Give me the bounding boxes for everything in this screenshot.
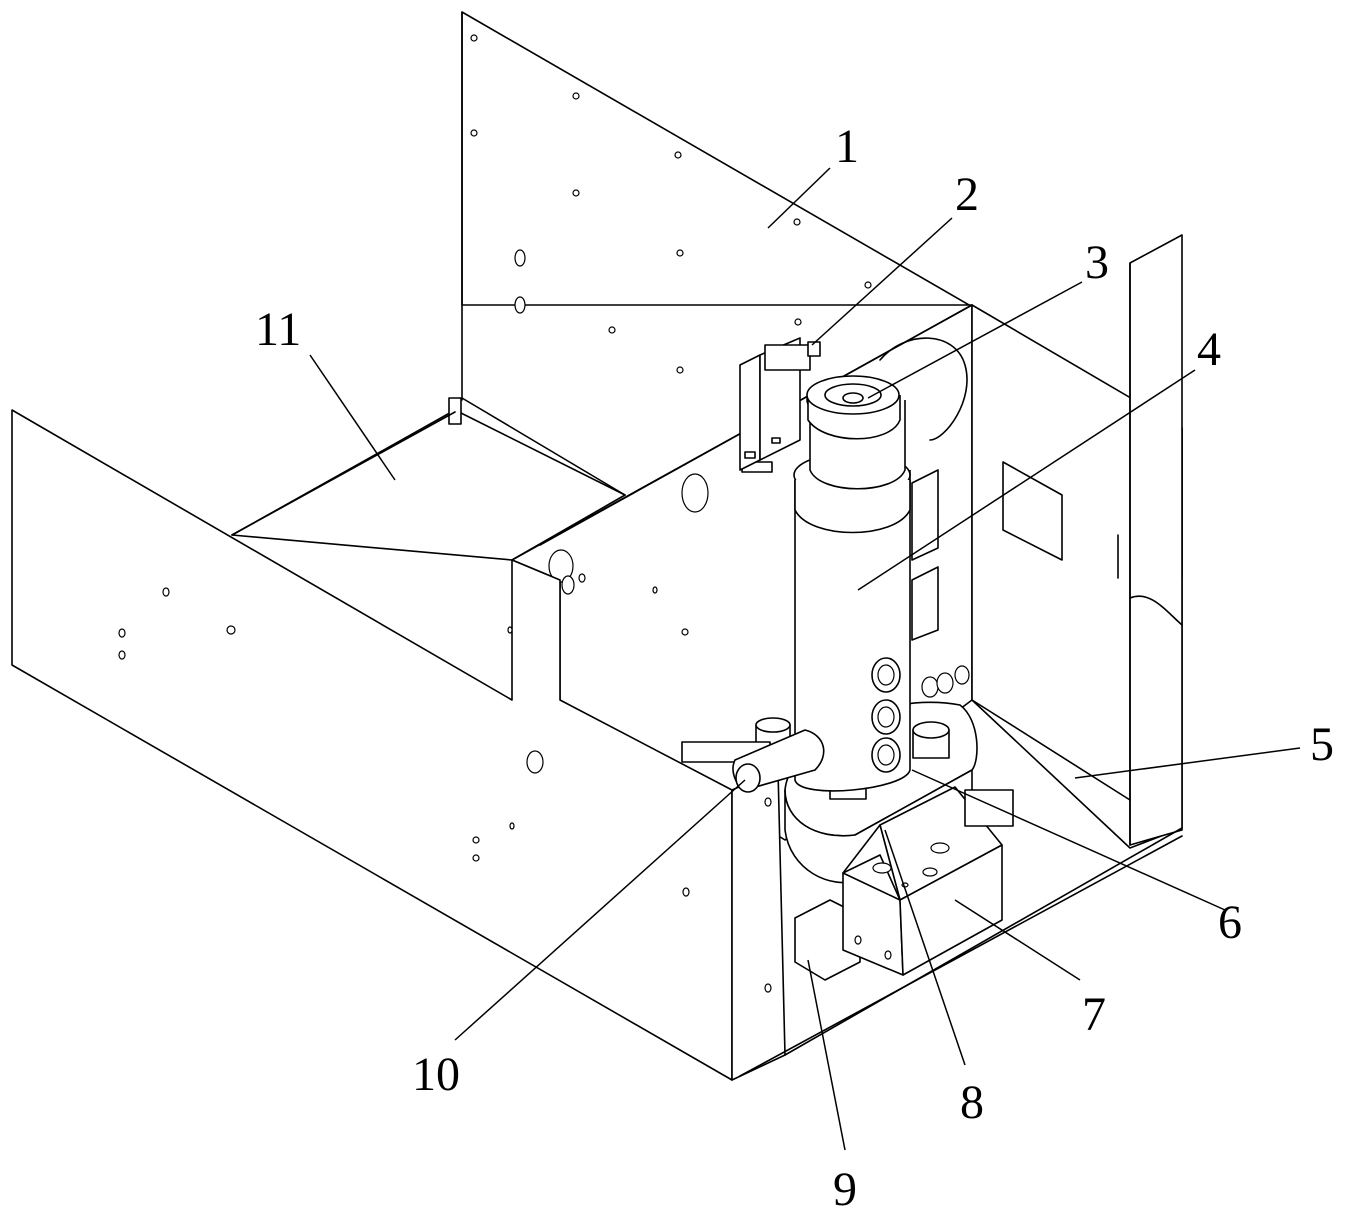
callout-4: 4 [1197,323,1221,376]
valve-block [842,786,1014,976]
leader-lines [309,167,1301,1151]
callout-9: 9 [833,1163,857,1214]
front-right-flange [731,769,1183,1081]
callout-11: 11 [255,303,301,356]
callout-1: 1 [835,120,859,173]
callout-7: 7 [1082,988,1106,1041]
callout-6: 6 [1218,896,1242,949]
column [793,375,911,792]
handle [732,729,825,793]
callout-2: 2 [955,168,979,221]
floor-base [231,397,626,561]
callout-labels: 1 2 3 4 5 6 7 8 9 10 11 [255,120,1334,1214]
callout-8: 8 [960,1076,984,1129]
callout-3: 3 [1085,236,1109,289]
sensor-bracket [739,337,821,471]
right-side-panel [971,234,1183,849]
callout-10: 10 [412,1048,460,1101]
front-left-panel [11,409,733,1081]
callout-5: 5 [1310,718,1334,771]
